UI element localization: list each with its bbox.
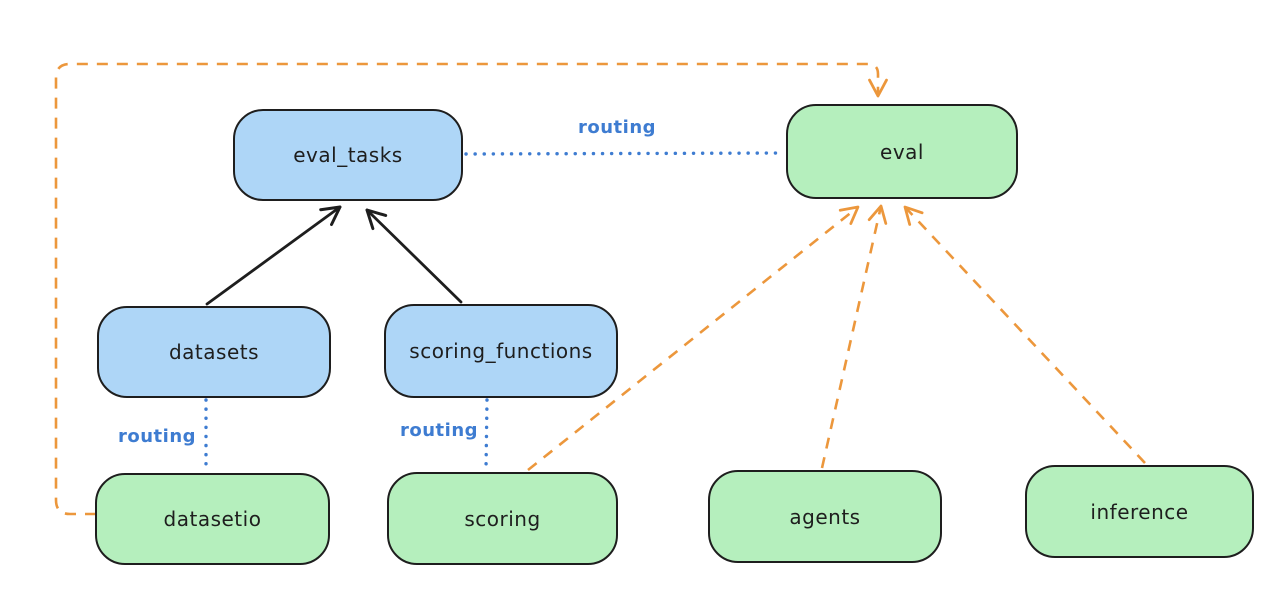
- edge-inference-to-eval: [903, 205, 1146, 464]
- node-scoring-functions: scoring_functions: [384, 304, 618, 398]
- node-eval: eval: [786, 104, 1018, 199]
- node-datasets: datasets: [97, 306, 331, 398]
- routing-label-scoring-functions-scoring: routing: [400, 420, 479, 441]
- node-datasets-label: datasets: [168, 340, 260, 364]
- node-eval-tasks: eval_tasks: [233, 109, 463, 201]
- node-agents: agents: [708, 470, 942, 563]
- node-agents-label: agents: [789, 504, 861, 529]
- node-inference: inference: [1025, 465, 1254, 558]
- node-scoring: scoring: [387, 472, 618, 565]
- node-datasetio-label: datasetio: [163, 507, 262, 531]
- node-scoring-label: scoring: [464, 506, 541, 531]
- node-inference-label: inference: [1090, 499, 1189, 524]
- node-datasetio: datasetio: [95, 473, 330, 565]
- node-eval-label: eval: [880, 139, 924, 164]
- node-scoring-functions-label: scoring_functions: [409, 339, 593, 363]
- edge-agents-to-eval: [820, 204, 888, 469]
- edge-scoring-to-eval: [527, 205, 860, 472]
- routing-label-eval-tasks-eval: routing: [578, 117, 657, 138]
- node-eval-tasks-label: eval_tasks: [293, 143, 403, 167]
- edge-datasetio-to-eval-elbow: [54, 62, 888, 516]
- edge-datasets-to-eval-tasks: [205, 205, 342, 306]
- routing-label-datasets-datasetio: routing: [118, 426, 197, 447]
- edge-scoring-functions-to-eval-tasks: [365, 208, 463, 304]
- edge-routing-scoring-functions-scoring: [484, 398, 489, 471]
- edge-routing-eval-tasks-eval: [464, 151, 785, 156]
